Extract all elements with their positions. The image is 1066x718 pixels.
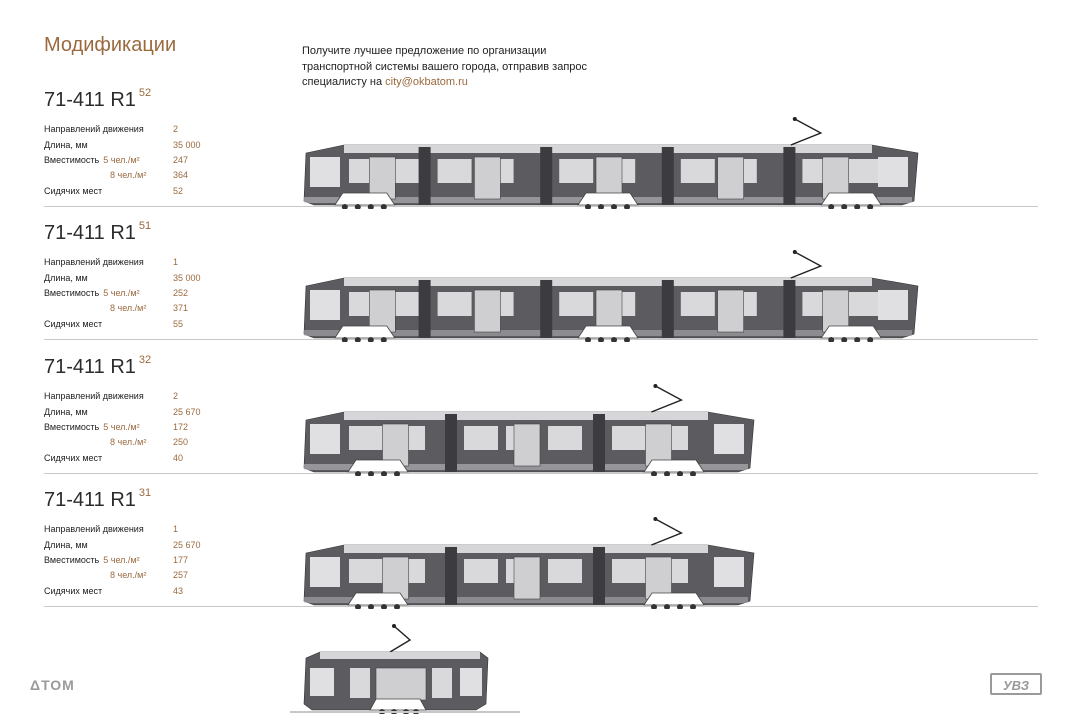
spec-label: Направлений движения xyxy=(44,524,144,534)
capacity-8-label: 8 чел./м² xyxy=(110,570,147,580)
divider xyxy=(44,339,1038,340)
spec-label: Длина, мм xyxy=(44,273,88,283)
spec-value: 1 xyxy=(173,524,179,534)
spec-value: 35 000 xyxy=(173,273,201,283)
tram-drawing xyxy=(303,117,919,209)
spec-label: Сидячих мест xyxy=(44,453,103,463)
email-link[interactable]: city@okbatom.ru xyxy=(385,76,468,88)
divider xyxy=(44,473,1038,474)
tram-drawing xyxy=(303,384,755,476)
capacity-label: Вместимость xyxy=(44,422,100,432)
spec-label: Направлений движения xyxy=(44,391,144,401)
uvz-logo: УВЗ xyxy=(990,673,1042,695)
capacity-5-label: 5 чел./м² xyxy=(103,555,140,565)
spec-value: 252 xyxy=(173,288,189,298)
spec-value: 177 xyxy=(173,555,189,565)
atom-logo: ΔТОМ xyxy=(30,677,75,693)
tram-drawing xyxy=(303,517,755,609)
spec-value: 25 670 xyxy=(173,540,201,550)
spec-label: Сидячих мест xyxy=(44,586,103,596)
capacity-8-label: 8 чел./м² xyxy=(110,170,147,180)
model-name: 71-411 R1 xyxy=(44,89,136,111)
capacity-8-label: 8 чел./м² xyxy=(110,303,147,313)
model-variant: 31 xyxy=(138,487,152,499)
spec-value: 55 xyxy=(173,319,184,329)
spec-value: 257 xyxy=(173,570,189,580)
spec-value: 371 xyxy=(173,303,189,313)
spec-value: 172 xyxy=(173,422,189,432)
spec-label: Направлений движения xyxy=(44,124,144,134)
spec-value: 52 xyxy=(173,186,184,196)
intro-text: Получите лучшее предложение по организац… xyxy=(302,44,602,91)
divider xyxy=(44,606,1038,607)
spec-label: Длина, мм xyxy=(44,407,88,417)
spec-value: 2 xyxy=(173,391,179,401)
model-name: 71-411 R1 xyxy=(44,489,136,511)
capacity-label: Вместимость xyxy=(44,155,100,165)
intro-body: Получите лучшее предложение по организац… xyxy=(302,45,588,88)
spec-value: 35 000 xyxy=(173,140,201,150)
capacity-5-label: 5 чел./м² xyxy=(103,422,140,432)
model-variant: 32 xyxy=(138,354,152,366)
spec-value: 43 xyxy=(173,586,184,596)
capacity-5-label: 5 чел./м² xyxy=(103,288,140,298)
spec-value: 250 xyxy=(173,437,189,447)
tram-drawing xyxy=(303,250,919,342)
page-title: Модификации xyxy=(44,34,177,56)
divider xyxy=(44,206,1038,207)
spec-label: Сидячих мест xyxy=(44,319,103,329)
model-variant: 51 xyxy=(138,220,152,232)
capacity-label: Вместимость xyxy=(44,288,100,298)
model-variant: 52 xyxy=(138,87,152,99)
spec-label: Направлений движения xyxy=(44,257,144,267)
capacity-label: Вместимость xyxy=(44,555,100,565)
spec-label: Длина, мм xyxy=(44,140,88,150)
spec-label: Длина, мм xyxy=(44,540,88,550)
capacity-8-label: 8 чел./м² xyxy=(110,437,147,447)
capacity-5-label: 5 чел./м² xyxy=(103,155,140,165)
spec-value: 2 xyxy=(173,124,179,134)
spec-value: 1 xyxy=(173,257,179,267)
spec-value: 247 xyxy=(173,155,189,165)
spec-value: 364 xyxy=(173,170,189,180)
spec-value: 25 670 xyxy=(173,407,201,417)
tram-single-section xyxy=(290,624,520,714)
spec-label: Сидячих мест xyxy=(44,186,103,196)
model-name: 71-411 R1 xyxy=(44,356,136,378)
spec-value: 40 xyxy=(173,453,184,463)
model-name: 71-411 R1 xyxy=(44,222,136,244)
